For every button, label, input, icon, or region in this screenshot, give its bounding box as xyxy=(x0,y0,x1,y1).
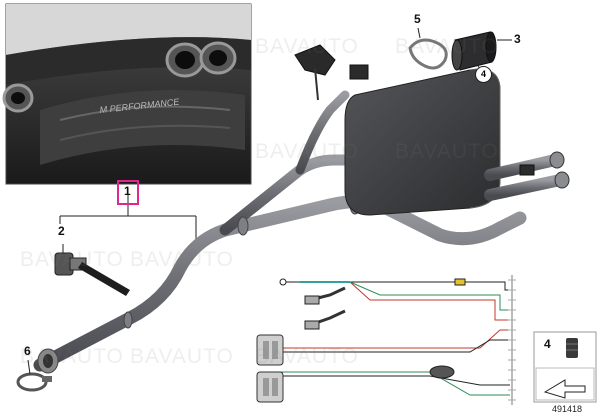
callout-3[interactable]: 3 xyxy=(514,32,521,46)
sensor-part xyxy=(54,244,130,296)
highlight-box xyxy=(117,180,139,205)
reference-number: 491418 xyxy=(552,404,583,414)
callout-4-inset[interactable]: 4 xyxy=(544,337,551,351)
wiring-harness xyxy=(256,275,516,405)
callout-5[interactable]: 5 xyxy=(414,12,421,26)
pipe-clamp-part xyxy=(16,359,52,392)
exhaust-pipe-assembly xyxy=(33,90,527,374)
small-parts-inset xyxy=(533,331,597,403)
callout-6[interactable]: 6 xyxy=(24,344,31,358)
clamp-part xyxy=(408,27,448,70)
callout-4[interactable]: 4 xyxy=(475,66,492,83)
callout-2[interactable]: 2 xyxy=(58,224,65,238)
car-rear-photo: M PERFORMANCE xyxy=(2,3,252,185)
rear-muffler xyxy=(294,44,570,216)
callout-1[interactable]: 1 xyxy=(124,184,131,198)
